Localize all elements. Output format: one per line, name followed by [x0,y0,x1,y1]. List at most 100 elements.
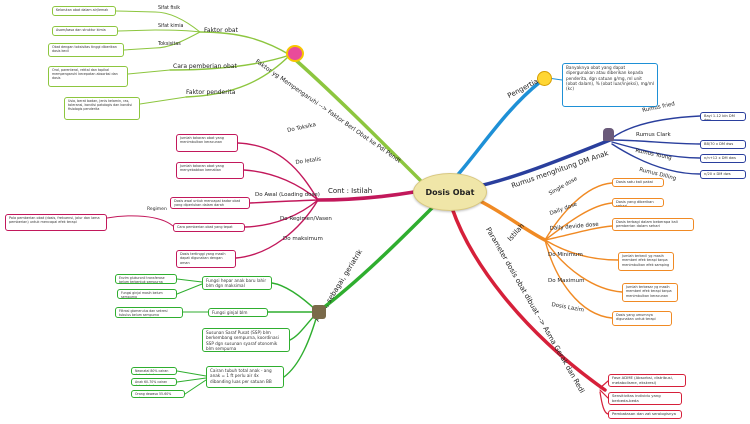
connector-rumus-fried [611,115,701,139]
anak-hepar-node[interactable]: Fungsi hepar anak baru lahir blm dgn mak… [202,276,272,290]
faktor-obat-toksisitas-label[interactable]: Toksisitas [158,42,181,47]
connector-cont-letalis [243,169,319,201]
connector-parameter-adme [599,380,609,389]
connector-rumus-clark [611,139,701,145]
istilah-do-minimum-label[interactable]: Do Minimum [548,252,583,258]
connector-cont [316,190,416,202]
person-icon [603,128,614,141]
istilah-daily-dose-note: Dosis yang diberikan sehari [612,198,664,207]
parameter-note-sensitivitas: Sensitivitas individu yang berbeda-beda [608,392,682,405]
connector-anak-cairan-n2 [176,377,207,383]
connector-anak-cairan-n3 [184,379,207,395]
anak-hepar-note-2: Fungsi ginjal masih belum sempurna [117,289,177,299]
connector-parameter-pembatasan [599,391,609,415]
anak-cairan-note-3: Orang dewasa 55-60% cairan [131,390,185,398]
connector-parameter-sensitivitas [599,389,609,399]
connector-anak-cairan-n1 [176,370,207,377]
connector-istilah-minimum [544,239,619,261]
connector-rumus [468,138,612,190]
connector-rumus-young [611,141,701,159]
connector-faktor-obat [199,31,291,56]
faktor-obat-label[interactable]: Faktor obat [204,27,238,34]
rumus-dilling-note: n/20 x DM dws [700,170,746,179]
istilah-daily-devide-dose-note: Dosis terbagi dalam beberapa kali pember… [612,218,694,231]
connector-anak-hepar-n2 [176,283,203,295]
istilah-do-maximum-note: Jumlah terbesar yg masih memberi efek te… [622,283,678,302]
rumus-clark-label[interactable]: Rumus Clark [636,132,671,138]
connector-cont-maksimum [235,199,319,259]
cont-regimen-extra-label[interactable]: Regimen [147,207,167,212]
lightbulb-icon [537,71,552,86]
connector-faktor-kimia [154,29,201,33]
connector-parameter [450,206,607,392]
cont-maksimum-note: Dosis tertinggi yang masih dapat digunak… [176,250,236,268]
connector-faktor [288,53,422,182]
connector-istilah [468,194,547,242]
central-topic-title: Dosis Obat [425,187,475,197]
connector-istilah-maximum [544,239,623,293]
cont-regimen-note: Cara pemberian obat yang tepat [173,223,245,232]
connector-cont-awal [249,199,319,204]
rumus-fried-note: Bayi 1-12 bln DM dws [700,112,746,121]
flower-icon [286,45,304,62]
connector-cont-toksika [237,142,319,201]
central-topic[interactable]: Dosis Obat [413,173,487,211]
cont-awal-note: Dosis awal untuk mencapai kadar obat yan… [170,197,250,209]
connector-anak-hepar-n1 [176,278,203,283]
connector-istilah-lazim [544,239,613,319]
connector-istilah-single [544,182,613,241]
anak-cairan-note-2: Anak 60-70% cairan dalam tubuh [131,378,177,386]
cont-maksimum-label[interactable]: Do maksimum [283,236,323,242]
faktor-obat-sifat-fisik-note: Kelarutan obat dalam air/lemak [52,6,116,16]
anak-cairan-node[interactable]: Cairan tubuh total anak - ang anak = 1 f… [206,366,284,388]
anak-ginjal-note: Filtrasi glomerulus dan sekresi tubulus … [115,307,183,318]
anak-ssp-node[interactable]: Susunan Saraf Pusat (SSP) blm berkembang… [202,328,290,352]
cont-letalis-note: Jumlah takaran obat yang menyebabkan kem… [176,162,244,179]
connector-anak-cairan [283,311,319,378]
connector-istilah-devide [544,225,613,241]
connector-faktor-cara-n [127,69,171,75]
cont-regimen-extra-note: Pola pemberian obat (dosis, frekuensi, j… [5,214,107,231]
branch-cont-label[interactable]: Cont : Istilah [328,187,373,195]
pengertian-note: Banyaknya obat yang dapat dipergunakan a… [562,63,658,107]
connector-anak [316,206,434,314]
istilah-single-dose-note: Dosis satu kali pakai [612,178,664,187]
anak-hepar-note-1: Enzim glukuronil transferase belum terbe… [115,274,177,284]
connector-faktor-fisik [154,11,201,33]
connector-rumus-dilling [611,143,701,175]
people-icon [312,305,326,319]
rumus-clark-note: BB/70 x DM dws [700,140,746,149]
connector-faktor-toksisitas-n [123,47,156,51]
rumus-young-note: n/n+12 x DM dws [700,154,746,163]
connector-faktor-fisik-n [115,10,156,13]
connector-istilah-daily [544,202,613,241]
anak-cairan-note-1: Neonatal 80% cairan dalam tubuh [131,367,177,375]
anak-ginjal-node[interactable]: Fungsi ginjal blm sempurna [208,308,268,317]
cont-regimen-label[interactable]: Do Regimen/Vasen [280,216,332,222]
parameter-note-adme: Fase ADME (Absorbsi, distribusi, metabol… [608,374,686,387]
connector-cont-regimen-extra [106,215,174,227]
faktor-penderita-label[interactable]: Faktor penderita [186,89,236,96]
parameter-note-pembatasan: Pembatasan dan zat serologisnya [608,410,682,419]
faktor-penderita-note: Usia, berat badan, jenis kelamin, ras, t… [64,97,140,120]
connector-faktor-penderita-n [139,96,187,105]
faktor-cara-pemberian-note: Oral, parenteral, rektal dan topikal mem… [48,66,128,87]
faktor-cara-pemberian-label[interactable]: Cara pemberian obat [173,63,237,70]
faktor-obat-sifat-fisik-label[interactable]: Sifat fisik [158,6,181,11]
cont-toksika-note: Jumlah takaran obat yang menimbulkan ker… [176,134,238,152]
istilah-dosis-lazim-note: Dosis yang umumnya digunakan untuk terap… [612,311,672,326]
connector-faktor-toksisitas [154,31,201,49]
connector-faktor-cara [169,54,291,71]
faktor-obat-sifat-kimia-note: Asam/basa dan struktur kimia [52,26,118,36]
connector-pengertian [453,80,542,180]
istilah-do-maximum-label[interactable]: Do Maximum [548,278,585,284]
faktor-obat-sifat-kimia-label[interactable]: Sifat kimia [158,24,184,29]
connector-cont-regimen [244,199,319,228]
istilah-do-minimum-note: Jumlah terkecil yg masih memberi efek te… [618,252,674,271]
cont-awal-label[interactable]: Do Awal (Loading dose) [255,192,320,198]
faktor-obat-toksisitas-note: Obat dengan toksisitas tinggi diberikan … [48,43,124,57]
connector-faktor-penderita [185,54,291,98]
connector-faktor-kimia-n [117,29,156,32]
